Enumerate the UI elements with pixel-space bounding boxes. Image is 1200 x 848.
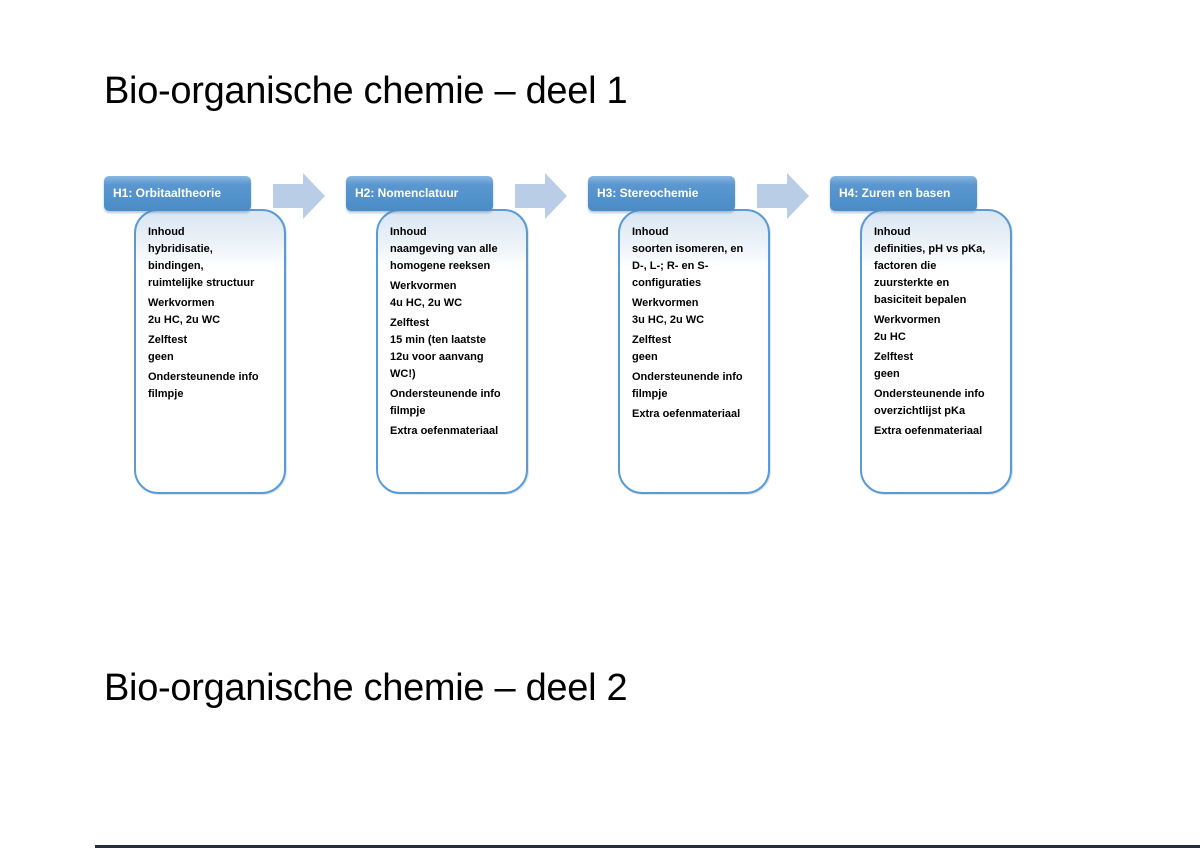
content-line: overzichtlijst pKa bbox=[874, 405, 966, 417]
chapter-box-h1: Inhoud hybridisatie, bindingen, ruimtelijke… bbox=[134, 209, 286, 494]
chapter-header-h1: H1: Orbitaaltheorie bbox=[104, 176, 251, 211]
slide-title-deel-2: Bio-organische chemie – deel 2 bbox=[104, 667, 628, 709]
content-line: homogene reeksen bbox=[390, 260, 491, 272]
chapter-box-h2: Inhoud naamgeving van alle homogene reekse… bbox=[376, 209, 528, 494]
content-line: Werkvormen bbox=[874, 314, 941, 326]
content-line: Extra oefenmateriaal bbox=[632, 408, 741, 420]
content-line: D-, L-; R- en S- bbox=[632, 260, 709, 272]
content-section: Ondersteunende info filmpje bbox=[148, 369, 276, 403]
right-block-arrow-icon bbox=[757, 173, 809, 219]
chapter-content-h4: Inhoud definities, pH vs pKa, factoren die… bbox=[862, 211, 1010, 440]
content-line: factoren die bbox=[874, 260, 937, 272]
content-line: soorten isomeren, en bbox=[632, 243, 744, 255]
next-page-edge bbox=[95, 845, 1200, 848]
content-line: 12u voor aanvang bbox=[390, 351, 484, 363]
content-line: filmpje bbox=[632, 388, 668, 400]
content-section: Werkvormen 2u HC bbox=[874, 312, 1002, 346]
content-line: 2u HC bbox=[874, 331, 906, 343]
content-line: 15 min (ten laatste bbox=[390, 334, 486, 346]
content-line: Zelftest bbox=[874, 351, 914, 363]
chapter-content-h1: Inhoud hybridisatie, bindingen, ruimtelijke… bbox=[136, 211, 284, 403]
right-block-arrow-shape bbox=[273, 173, 325, 219]
content-section: Zelftest geen bbox=[148, 332, 276, 366]
content-line: zuursterkte en bbox=[874, 277, 950, 289]
content-line: hybridisatie, bbox=[148, 243, 213, 255]
content-section: Werkvormen 3u HC, 2u WC bbox=[632, 295, 760, 329]
content-section: Extra oefenmateriaal bbox=[874, 423, 1002, 440]
content-line: geen bbox=[874, 368, 900, 380]
right-block-arrow-shape bbox=[515, 173, 567, 219]
chapter-group-h3: H3: Stereochemie Inhoud soorten isomeren,… bbox=[588, 173, 828, 503]
content-line: 4u HC, 2u WC bbox=[390, 297, 463, 309]
content-section: Extra oefenmateriaal bbox=[632, 406, 760, 423]
content-line: Werkvormen bbox=[148, 297, 215, 309]
content-section: Inhoud definities, pH vs pKa, factoren die… bbox=[874, 224, 1002, 309]
content-line: bindingen, bbox=[148, 260, 204, 272]
content-line: geen bbox=[148, 351, 174, 363]
chapter-group-h4: H4: Zuren en basen Inhoud definities, pH … bbox=[830, 173, 1070, 503]
content-section: Extra oefenmateriaal bbox=[390, 423, 518, 440]
content-line: Inhoud bbox=[874, 226, 911, 238]
content-line: Werkvormen bbox=[390, 280, 457, 292]
content-section: Zelftest 15 min (ten laatste 12u voor aanv… bbox=[390, 315, 518, 383]
content-line: Zelftest bbox=[390, 317, 430, 329]
chapter-header-h4: H4: Zuren en basen bbox=[830, 176, 977, 211]
content-section: Ondersteunende info overzichtlijst pKa bbox=[874, 386, 1002, 420]
right-block-arrow-shape bbox=[757, 173, 809, 219]
content-section: Inhoud soorten isomeren, en D-, L-; R- en … bbox=[632, 224, 760, 292]
content-line: 3u HC, 2u WC bbox=[632, 314, 705, 326]
content-line: Inhoud bbox=[632, 226, 669, 238]
content-line: geen bbox=[632, 351, 658, 363]
content-line: filmpje bbox=[148, 388, 184, 400]
chapter-content-h2: Inhoud naamgeving van alle homogene reekse… bbox=[378, 211, 526, 440]
chapter-header-h2: H2: Nomenclatuur bbox=[346, 176, 493, 211]
content-section: Werkvormen 2u HC, 2u WC bbox=[148, 295, 276, 329]
content-line: Werkvormen bbox=[632, 297, 699, 309]
content-section: Inhoud naamgeving van alle homogene reekse… bbox=[390, 224, 518, 275]
content-line: WC!) bbox=[390, 368, 416, 380]
content-line: configuraties bbox=[632, 277, 702, 289]
content-line: Inhoud bbox=[148, 226, 185, 238]
content-line: Ondersteunende info bbox=[632, 371, 743, 383]
content-line: Ondersteunende info bbox=[390, 388, 501, 400]
chapter-group-h2: H2: Nomenclatuur Inhoud naamgeving van al… bbox=[346, 173, 586, 503]
right-block-arrow-icon bbox=[515, 173, 567, 219]
content-section: Werkvormen 4u HC, 2u WC bbox=[390, 278, 518, 312]
content-line: Ondersteunende info bbox=[874, 388, 985, 400]
content-line: Ondersteunende info bbox=[148, 371, 259, 383]
content-line: definities, pH vs pKa, bbox=[874, 243, 986, 255]
chapter-header-h3: H3: Stereochemie bbox=[588, 176, 735, 211]
slide-title-deel-1: Bio-organische chemie – deel 1 bbox=[104, 70, 628, 112]
content-section: Inhoud hybridisatie, bindingen, ruimtelijke… bbox=[148, 224, 276, 292]
content-line: ruimtelijke structuur bbox=[148, 277, 255, 289]
content-section: Zelftest geen bbox=[874, 349, 1002, 383]
content-line: Zelftest bbox=[632, 334, 672, 346]
content-line: 2u HC, 2u WC bbox=[148, 314, 221, 326]
content-line: naamgeving van alle bbox=[390, 243, 498, 255]
content-line: Inhoud bbox=[390, 226, 427, 238]
right-block-arrow-icon bbox=[273, 173, 325, 219]
content-section: Ondersteunende info filmpje bbox=[390, 386, 518, 420]
content-line: Zelftest bbox=[148, 334, 188, 346]
content-line: basiciteit bepalen bbox=[874, 294, 967, 306]
chapter-group-h1: H1: Orbitaaltheorie Inhoud hybridisatie, b… bbox=[104, 173, 344, 503]
chapter-box-h4: Inhoud definities, pH vs pKa, factoren die… bbox=[860, 209, 1012, 494]
content-line: Extra oefenmateriaal bbox=[874, 425, 983, 437]
chapter-box-h3: Inhoud soorten isomeren, en D-, L-; R- en … bbox=[618, 209, 770, 494]
content-section: Ondersteunende info filmpje bbox=[632, 369, 760, 403]
content-line: filmpje bbox=[390, 405, 426, 417]
content-section: Zelftest geen bbox=[632, 332, 760, 366]
content-line: Extra oefenmateriaal bbox=[390, 425, 499, 437]
chapter-content-h3: Inhoud soorten isomeren, en D-, L-; R- en … bbox=[620, 211, 768, 423]
